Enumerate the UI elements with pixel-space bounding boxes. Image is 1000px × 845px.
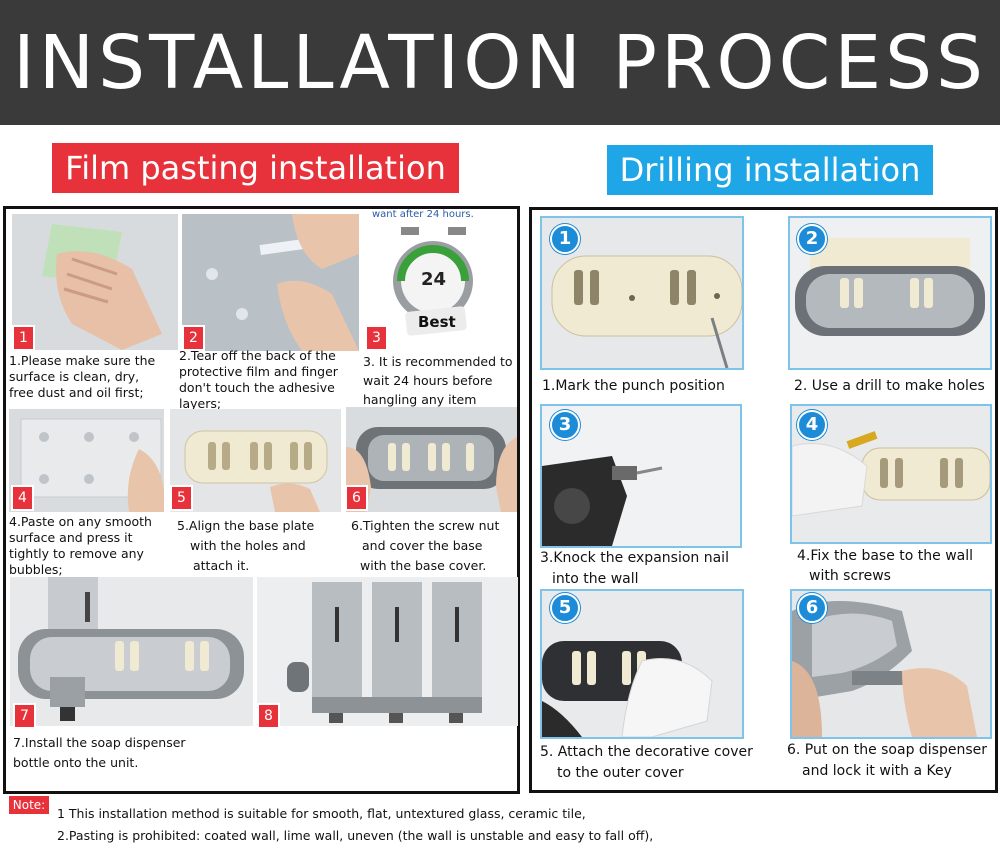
step-photo-align-base — [170, 409, 341, 512]
step-number-badge: 5 — [170, 485, 193, 511]
step-photo-clean-surface — [12, 214, 178, 350]
step-caption: 1.Mark the punch position — [542, 378, 725, 394]
step-number-circle: 6 — [797, 593, 827, 623]
note-line: 1 This installation method is suitable f… — [57, 806, 586, 821]
drilling-title: Drilling installation — [607, 145, 933, 195]
waiting-text: want after 24 hours. — [372, 209, 474, 220]
note-line: 2.Pasting is prohibited: coated wall, li… — [57, 828, 654, 843]
step-number-badge: 2 — [182, 325, 205, 351]
step-photo-lock-dispenser — [790, 589, 992, 739]
step-caption: 2. Use a drill to make holes — [794, 378, 985, 394]
step-number-badge: 1 — [12, 325, 35, 351]
header-banner: INSTALLATION PROCESS — [0, 0, 1000, 125]
step-photo-finished-dispenser — [257, 577, 518, 726]
film-pasting-title: Film pasting installation — [52, 143, 459, 193]
clock-label: Best — [418, 313, 456, 331]
step-photo-tighten-cover — [346, 407, 517, 512]
step-photo-install-dispenser — [10, 577, 253, 726]
step-photo-expansion-nail — [540, 404, 742, 548]
step-number-badge: 4 — [11, 485, 34, 511]
step-number-circle: 5 — [550, 593, 580, 623]
step-photo-drill-holes — [788, 216, 992, 370]
step-number-badge: 6 — [345, 485, 368, 511]
step-number-badge: 7 — [13, 703, 36, 729]
page-title: INSTALLATION PROCESS — [12, 19, 988, 106]
clock-hours: 24 — [421, 269, 447, 290]
step-number-circle: 1 — [550, 224, 580, 254]
step-photo-wait-24h: want after 24 hours. 24 Best — [366, 209, 516, 349]
note-label: Note: — [9, 796, 49, 814]
step-photo-tear-film — [182, 214, 359, 351]
drilling-panel: 1 1.Mark the punch position 2 2. Use a d… — [529, 207, 998, 793]
step-number-badge: 3 — [365, 325, 388, 351]
step-number-circle: 4 — [797, 410, 827, 440]
step-number-circle: 3 — [550, 410, 580, 440]
step-photo-paste-surface — [9, 409, 164, 512]
step-number-badge: 8 — [257, 703, 280, 729]
step-number-circle: 2 — [797, 224, 827, 254]
